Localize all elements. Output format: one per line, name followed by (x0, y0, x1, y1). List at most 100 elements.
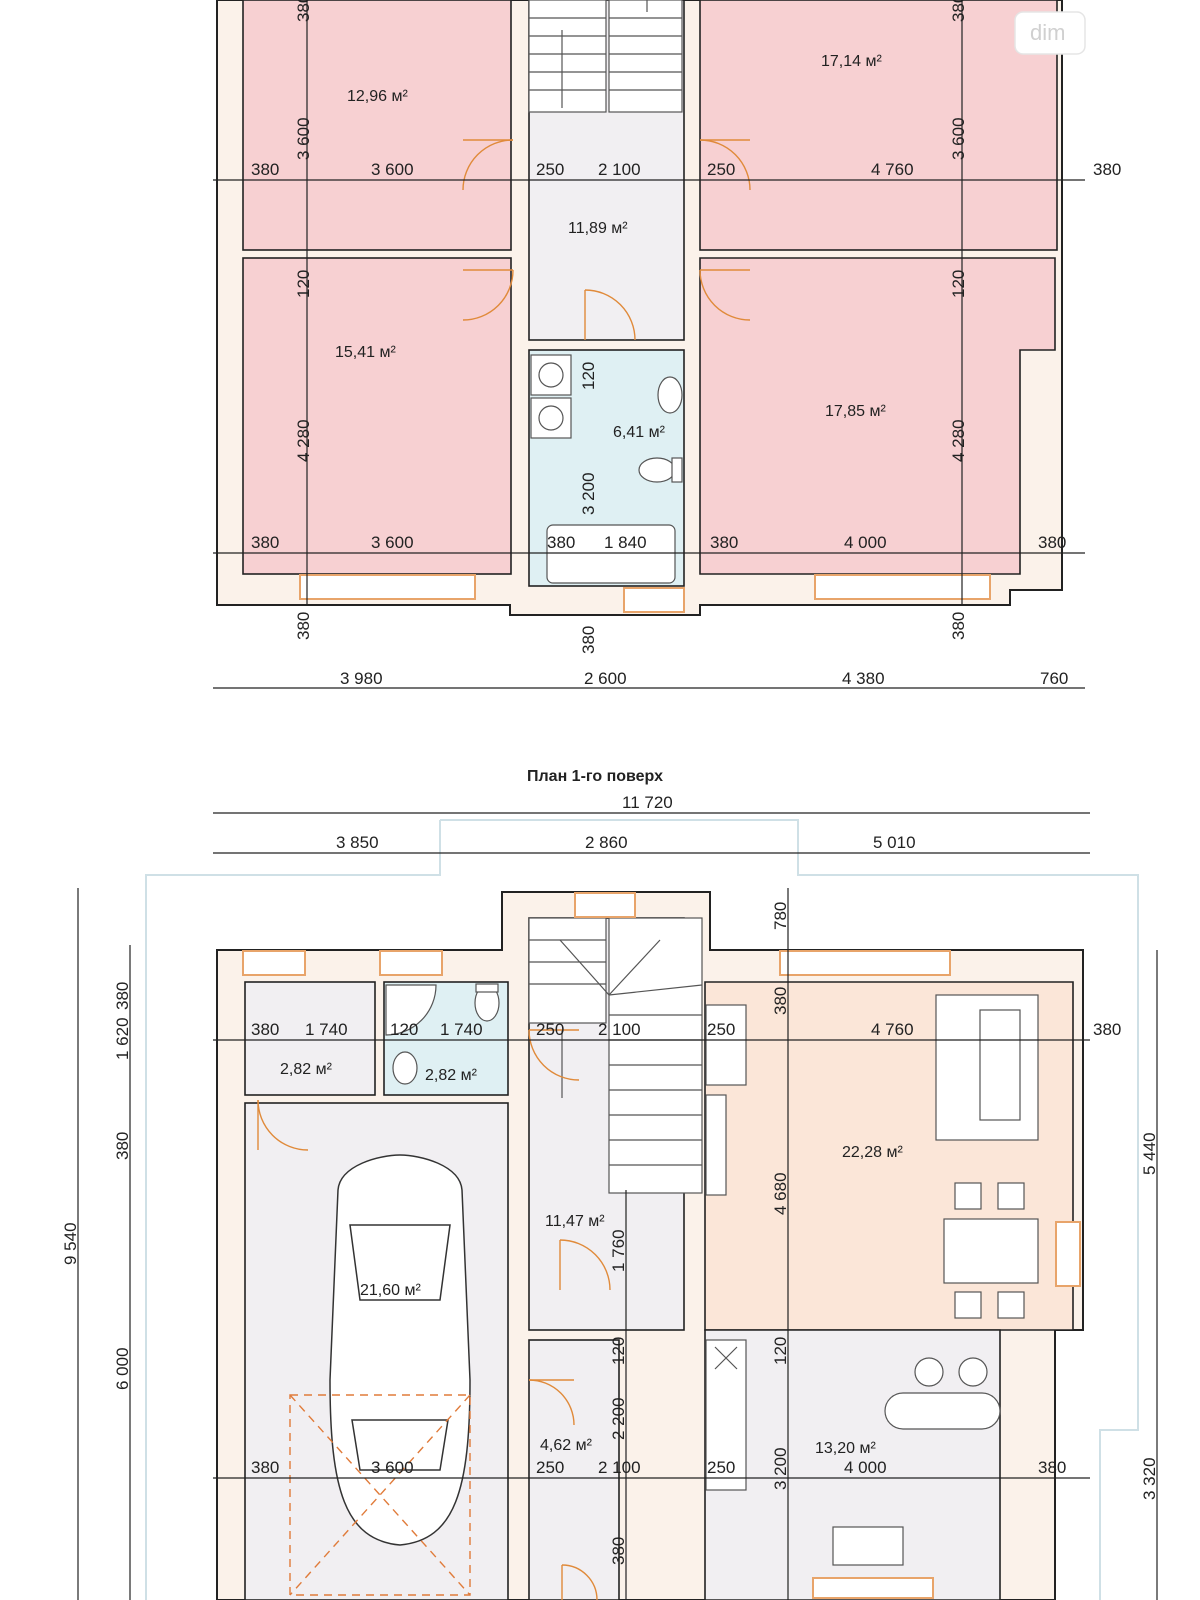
site-outline (145, 819, 1139, 1600)
first-floor-plan: План 1-го поверх (61, 768, 1159, 1600)
dim-label: 5 010 (873, 833, 916, 852)
dim-label: 3 600 (371, 160, 414, 179)
room-top-left (242, 0, 512, 251)
area-label: 17,85 м² (825, 403, 886, 420)
dim-label: 2 200 (609, 1397, 628, 1440)
dim-label: 4 760 (871, 1020, 914, 1039)
dim-label: 4 680 (771, 1172, 790, 1215)
dim-label: 380 (294, 0, 313, 22)
dim-label: 3 600 (371, 1458, 414, 1477)
stair-2nd-floor (528, 0, 683, 113)
dim-label: 780 (771, 902, 790, 930)
area-label: 21,60 м² (360, 1282, 421, 1299)
dim-label: 250 (707, 160, 735, 179)
dim-label: 3 980 (340, 669, 383, 688)
dim-label: 380 (294, 612, 313, 640)
door-swings-1st-floor (257, 1029, 611, 1600)
kitchen-furniture (705, 1339, 1001, 1566)
dim-label: 9 540 (61, 1222, 80, 1265)
dim-label: 3 600 (371, 533, 414, 552)
dim-label: 380 (251, 1020, 279, 1039)
dim-label: 120 (771, 1337, 790, 1365)
dim-label: 3 320 (1140, 1457, 1159, 1500)
dim-label: 4 280 (294, 419, 313, 462)
dim-label: 380 (1038, 1458, 1066, 1477)
bathroom-fixtures (530, 354, 683, 584)
dim-label: 250 (536, 160, 564, 179)
dim-label: 380 (251, 160, 279, 179)
dim-label: 120 (949, 270, 968, 298)
dim-label: 380 (710, 533, 738, 552)
dim-label: 3 850 (336, 833, 379, 852)
second-floor-plan: 12,96 м² 17,14 м² 11,89 м² 15,41 м² 6,41… (213, 0, 1121, 689)
dim-label: 5 440 (1140, 1132, 1159, 1175)
car (329, 1154, 471, 1546)
living-furniture (705, 994, 1039, 1319)
dim-label: 2 100 (598, 1458, 641, 1477)
dim-label: 3 600 (294, 117, 313, 160)
vestibule (528, 1339, 620, 1600)
area-label: 12,96 м² (347, 88, 408, 105)
dim-label: 380 (1093, 1020, 1121, 1039)
windows-2nd-floor (299, 574, 991, 613)
dim-label: 2 100 (598, 160, 641, 179)
dim-label: 120 (579, 362, 598, 390)
svg-text:dim: dim (1030, 20, 1065, 45)
dim-label: 4 280 (949, 419, 968, 462)
area-label: 4,62 м² (540, 1437, 593, 1454)
storage-room (244, 981, 376, 1096)
dim-lines-1st-floor (77, 812, 1158, 1600)
area-label: 2,82 м² (280, 1061, 333, 1078)
dim-label: 380 (1093, 160, 1121, 179)
dim-label: 11 720 (622, 793, 673, 812)
dim-label: 4 380 (842, 669, 885, 688)
dim-label: 120 (390, 1020, 418, 1039)
dim-label: 3 600 (949, 117, 968, 160)
dim-label: 1 620 (113, 1017, 132, 1060)
dim-lines-2nd-floor (213, 0, 1085, 689)
area-label: 11,89 м² (568, 220, 628, 237)
dim-label: 380 (251, 533, 279, 552)
dim-label: 380 (113, 982, 132, 1010)
dim-label: 1 740 (440, 1020, 483, 1039)
area-label: 15,41 м² (335, 344, 396, 361)
dim-label: 4 760 (871, 160, 914, 179)
dim-label: 380 (251, 1458, 279, 1477)
area-label: 17,14 м² (821, 53, 882, 70)
dim-label: 2 600 (584, 669, 627, 688)
stair-1st-floor (528, 917, 703, 1194)
area-label: 6,41 м² (613, 424, 666, 441)
plan-title: План 1-го поверх (527, 768, 663, 785)
dim-label: 380 (949, 612, 968, 640)
room-top-right (699, 0, 1058, 251)
room-bottom-left (242, 257, 512, 575)
dim-label: 380 (609, 1537, 628, 1565)
dim-label: 250 (707, 1020, 735, 1039)
room-bottom-right (699, 257, 1056, 575)
dim-label: 1 740 (305, 1020, 348, 1039)
area-label: 13,20 м² (815, 1440, 876, 1457)
dim-label: 120 (294, 270, 313, 298)
dim-label: 250 (707, 1458, 735, 1477)
dim-label: 1 840 (604, 533, 647, 552)
dim-label: 6 000 (113, 1347, 132, 1390)
dim-label: 4 000 (844, 1458, 887, 1477)
dim-label: 380 (579, 626, 598, 654)
dim-label: 4 000 (844, 533, 887, 552)
dim-label: 250 (536, 1458, 564, 1477)
dim-label: 380 (949, 0, 968, 22)
watermark: dim (1014, 11, 1086, 55)
windows-1st-floor (242, 892, 1081, 1599)
dim-label: 1 760 (609, 1229, 628, 1272)
dim-label: 760 (1040, 669, 1068, 688)
dim-label: 3 200 (579, 472, 598, 515)
dim-label: 380 (771, 987, 790, 1015)
bathroom-fixtures (385, 983, 500, 1085)
dim-label: 250 (536, 1020, 564, 1039)
dim-label: 380 (547, 533, 575, 552)
dim-label: 3 200 (771, 1447, 790, 1490)
area-label: 22,28 м² (842, 1144, 903, 1161)
dim-label: 2 860 (585, 833, 628, 852)
area-label: 11,47 м² (545, 1213, 605, 1230)
